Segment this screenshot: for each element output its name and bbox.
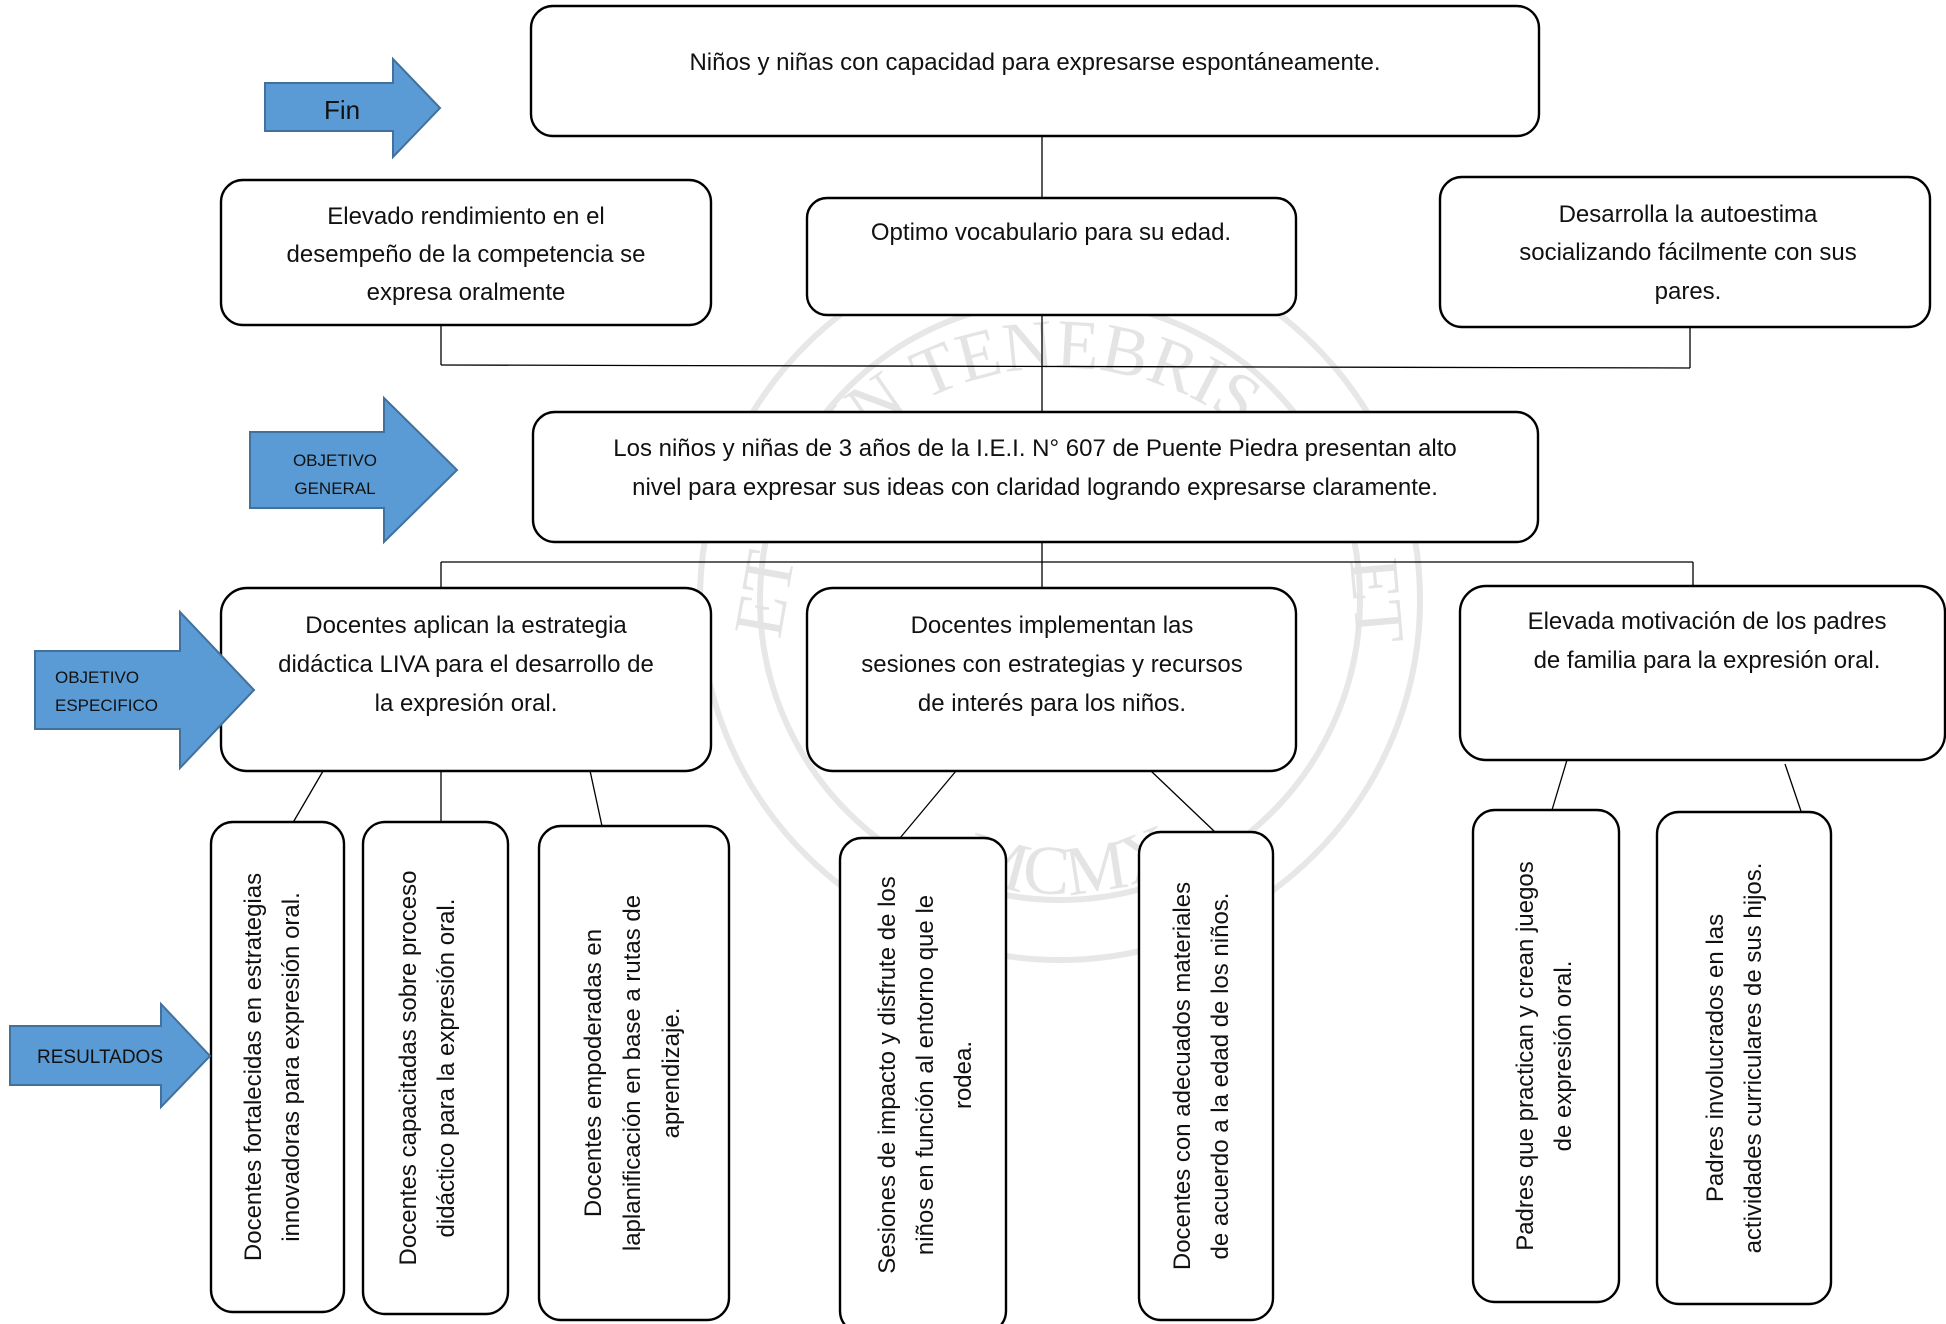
- connector-lines: [290, 130, 1805, 839]
- resultado-3: Docentes empoderadas en laplanificación …: [537, 824, 731, 1322]
- resultado-2-line-1: Docentes capacitadas sobre proceso: [395, 871, 422, 1266]
- arrow-resultados: RESULTADOS: [9, 1001, 212, 1110]
- resultado-7-line-2: actividades curriculares de sus hijos.: [1740, 863, 1767, 1254]
- objetivo-especifico-3: Elevada motivación de los padres de fami…: [1458, 584, 1946, 762]
- resultado-6-line-1: Padres que practican y crean juegos: [1512, 861, 1539, 1251]
- resultado-5: Docentes con adecuados materiales de acu…: [1137, 830, 1275, 1322]
- resultado-4: Sesiones de impacto y disfrute de los ni…: [838, 836, 1008, 1324]
- objetivo-especifico-1-line-1: Docentes aplican la estrategia: [305, 612, 627, 639]
- resultado-2-line-2: didáctico para la expresión oral.: [433, 899, 460, 1238]
- fin-secundario-2: Optimo vocabulario para su edad.: [805, 196, 1298, 317]
- fin-secundario-1: Elevado rendimiento en el desempeño de l…: [219, 178, 713, 327]
- arrow-resultados-label: RESULTADOS: [37, 1047, 163, 1068]
- arrow-fin-label: Fin: [324, 95, 360, 125]
- objetivo-general-line-1: Los niños y niñas de 3 años de la I.E.I.…: [613, 435, 1457, 462]
- resultado-7: Padres involucrados en las actividades c…: [1655, 810, 1833, 1306]
- arrow-objetivo-especifico: OBJETIVO ESPECIFICO: [34, 609, 256, 771]
- resultado-4-line-2: niños en función al entorno que le: [912, 895, 939, 1255]
- arrow-objetivo-general-label-1: OBJETIVO: [293, 451, 377, 470]
- arrow-objetivo-especifico-label-2: ESPECIFICO: [55, 696, 158, 715]
- resultado-4-line-3: rodea.: [950, 1041, 977, 1109]
- fin-secundario-1-line-1: Elevado rendimiento en el: [327, 203, 605, 230]
- fin-secundario-3: Desarrolla la autoestima socializando fá…: [1438, 175, 1932, 329]
- resultado-4-line-1: Sesiones de impacto y disfrute de los: [874, 876, 901, 1274]
- fin-text: Niños y niñas con capacidad para expresa…: [689, 49, 1380, 76]
- resultado-3-line-1: Docentes empoderadas en: [580, 929, 607, 1217]
- objetivo-especifico-2-line-1: Docentes implementan las: [911, 612, 1194, 639]
- arrow-objetivo-especifico-label-1: OBJETIVO: [55, 668, 139, 687]
- objetivo-general-box: Los niños y niñas de 3 años de la I.E.I.…: [531, 410, 1540, 544]
- objetivo-especifico-3-line-1: Elevada motivación de los padres: [1528, 608, 1887, 635]
- objetivo-especifico-2-line-2: sesiones con estrategias y recursos: [861, 651, 1243, 678]
- resultado-5-line-1: Docentes con adecuados materiales: [1169, 882, 1196, 1270]
- resultado-3-line-2: laplanificación en base a rutas de: [619, 895, 646, 1251]
- resultado-2: Docentes capacitadas sobre proceso didác…: [361, 820, 510, 1316]
- fin-secundario-3-line-2: socializando fácilmente con sus: [1519, 239, 1857, 266]
- fin-secundario-3-line-1: Desarrolla la autoestima: [1559, 201, 1818, 228]
- objetivo-especifico-1: Docentes aplican la estrategia didáctica…: [219, 586, 713, 773]
- fin-secundario-1-line-2: desempeño de la competencia se: [287, 241, 646, 268]
- resultado-1-line-2: innovadoras para expresión oral.: [278, 892, 305, 1242]
- resultado-5-line-2: de acuerdo a la edad de los niños.: [1207, 893, 1234, 1260]
- watermark-left-text: ET: [720, 545, 811, 643]
- watermark-right-text: ET: [1334, 555, 1418, 647]
- resultado-1: Docentes fortalecidas en estrategias inn…: [209, 820, 346, 1314]
- fin-secundario-2-line-1: Optimo vocabulario para su edad.: [871, 219, 1231, 246]
- resultado-6: Padres que practican y crean juegos de e…: [1471, 808, 1621, 1304]
- objetivo-especifico-1-line-2: didáctica LIVA para el desarrollo de: [278, 651, 654, 678]
- objetivo-especifico-2: Docentes implementan las sesiones con es…: [805, 586, 1298, 773]
- resultado-6-line-2: de expresión oral.: [1550, 961, 1577, 1152]
- objetivo-especifico-1-line-3: la expresión oral.: [375, 690, 558, 717]
- objetivo-especifico-2-line-3: de interés para los niños.: [918, 690, 1186, 717]
- objetivo-especifico-3-line-2: de familia para la expresión oral.: [1534, 647, 1881, 674]
- resultado-1-line-1: Docentes fortalecidas en estrategias: [240, 873, 267, 1261]
- resultado-7-line-1: Padres involucrados en las: [1702, 914, 1729, 1202]
- objetivo-general-line-2: nivel para expresar sus ideas con clarid…: [632, 474, 1438, 501]
- fin-secundario-3-line-3: pares.: [1655, 278, 1722, 305]
- fin-box: Niños y niñas con capacidad para expresa…: [529, 4, 1541, 138]
- arrow-objetivo-general-label-2: GENERAL: [294, 479, 375, 498]
- resultado-3-line-3: aprendizaje.: [658, 1008, 685, 1139]
- arrow-fin: Fin: [264, 56, 442, 160]
- arrow-objetivo-general: OBJETIVO GENERAL: [249, 395, 459, 545]
- fin-secundario-1-line-3: expresa oralmente: [367, 279, 566, 306]
